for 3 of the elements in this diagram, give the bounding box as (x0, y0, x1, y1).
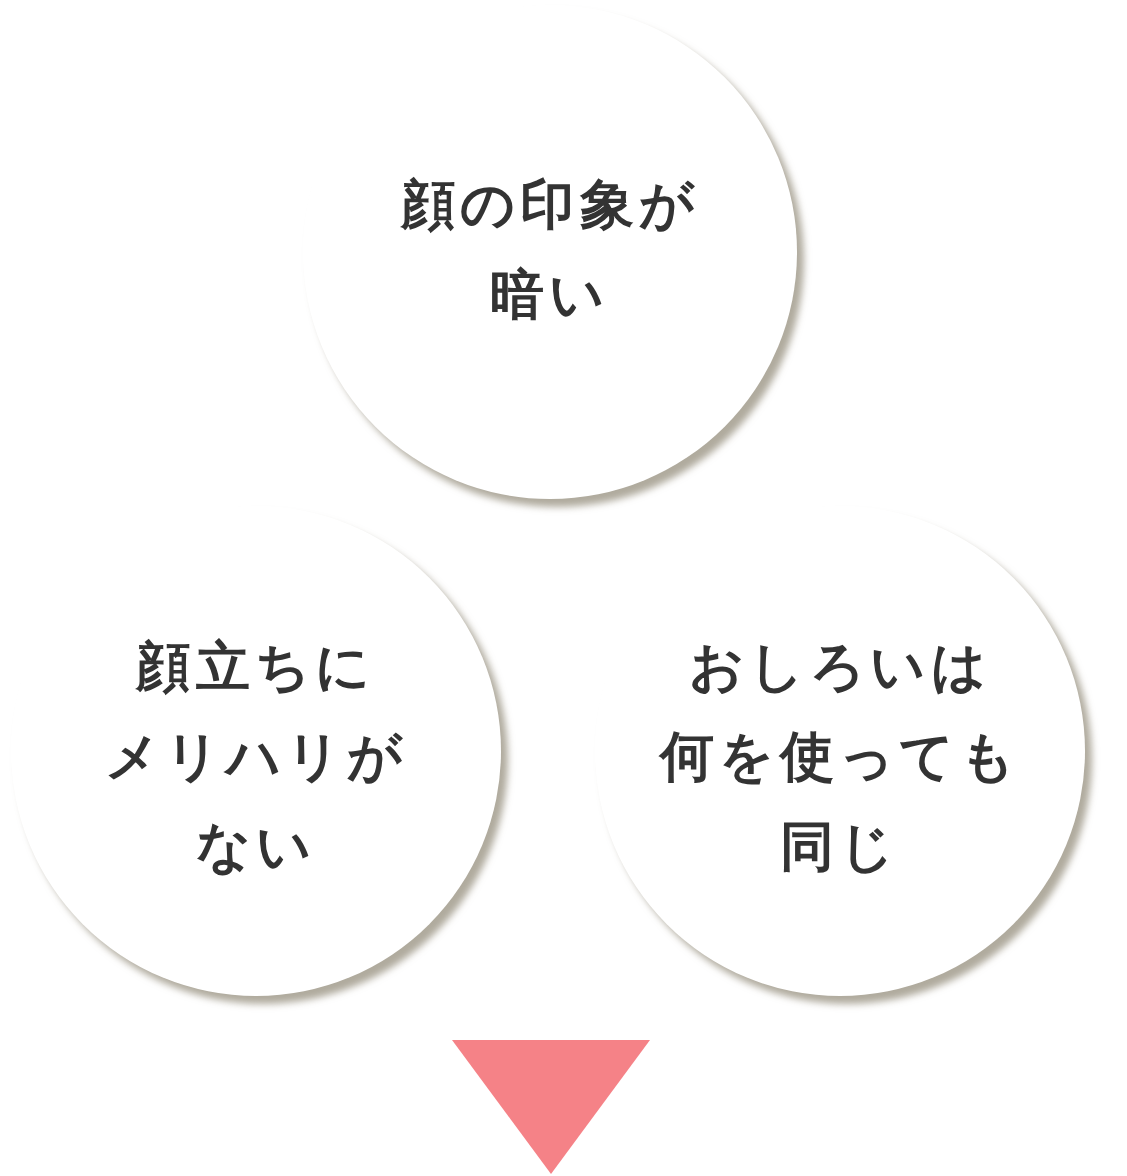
circle-text: おしろいは何を使っても同じ (659, 633, 1021, 880)
circle-text: 顔の印象が暗い (400, 171, 700, 328)
circle-text: 顔立ちにメリハリがない (105, 633, 407, 880)
